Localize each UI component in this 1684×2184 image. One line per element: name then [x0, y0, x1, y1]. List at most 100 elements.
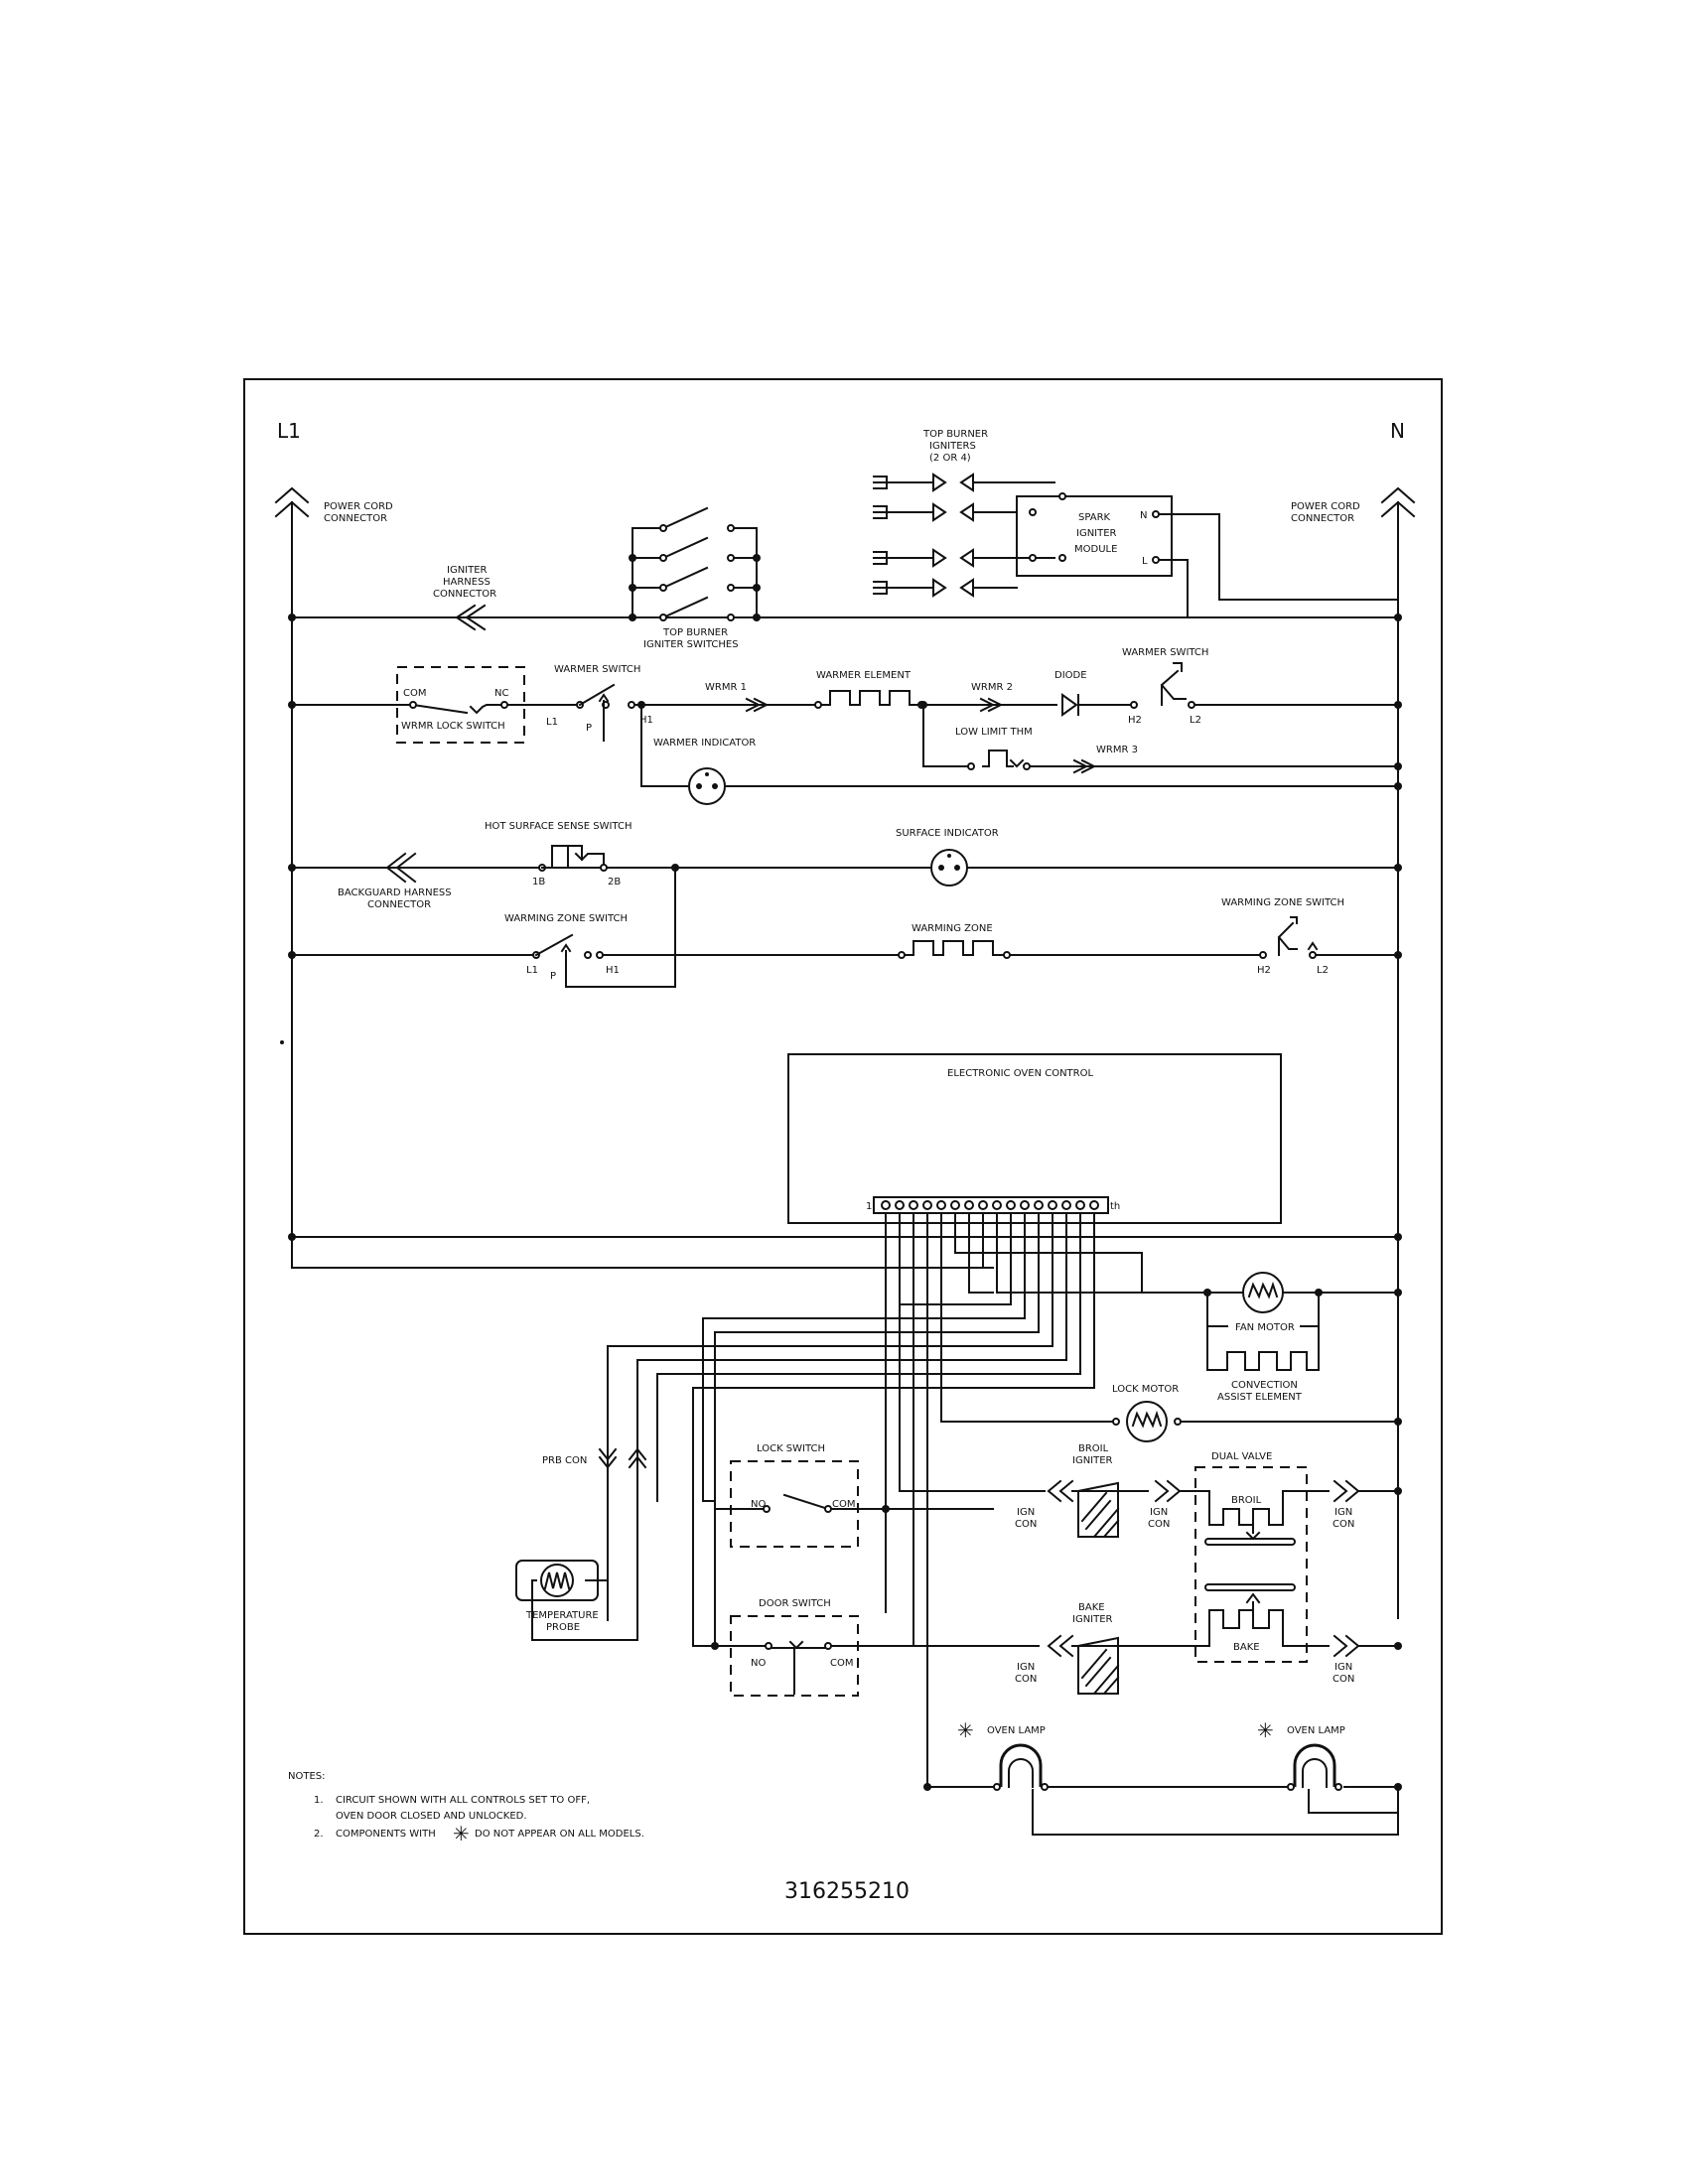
hot-surface-2b: 2B — [608, 877, 621, 887]
lock-motor-label: LOCK MOTOR — [1112, 1384, 1179, 1395]
bake-igniter-2: IGNITER — [1072, 1614, 1113, 1625]
wrmr2-connector-icon — [979, 697, 1004, 713]
rail-l1-label: L1 — [277, 419, 301, 443]
eoc-terminal-pin — [1075, 1200, 1085, 1210]
warming-zone-switch-right-label: WARMING ZONE SWITCH — [1221, 897, 1344, 908]
eoc-terminal-pin — [1034, 1200, 1044, 1210]
power-cord-right-1: POWER CORD — [1291, 501, 1360, 512]
wrmr1-label: WRMR 1 — [705, 682, 747, 693]
hot-surface-1b: 1B — [532, 877, 545, 887]
warmer-switch-h1: H1 — [639, 715, 653, 726]
wrmr-com: COM — [403, 688, 426, 699]
igniter-circuit: IGNITER HARNESS CONNECTOR TOP BURNER IGN… — [288, 429, 1402, 650]
wrmr3-label: WRMR 3 — [1096, 745, 1138, 755]
warmer-indicator-label: WARMER INDICATOR — [653, 738, 756, 749]
warmer-switch-left-label: WARMER SWITCH — [554, 664, 640, 675]
broil-ign-con-right-2: CON — [1148, 1519, 1170, 1530]
notes: NOTES: 1. CIRCUIT SHOWN WITH ALL CONTROL… — [288, 1771, 644, 1845]
door-switch-com: COM — [830, 1658, 853, 1669]
note-1-line-b: OVEN DOOR CLOSED AND UNLOCKED. — [336, 1811, 527, 1822]
eoc-terminal-pin — [909, 1200, 918, 1210]
warming-zone-p: P — [550, 971, 556, 982]
wrmr1-connector-icon — [745, 697, 770, 713]
convection-2: ASSIST ELEMENT — [1217, 1392, 1303, 1403]
surface-indicator-label: SURFACE INDICATOR — [896, 828, 999, 839]
bake-igniter-icon — [1077, 1636, 1120, 1696]
diode-label: DIODE — [1054, 670, 1087, 681]
low-limit-thm-icon — [982, 750, 1025, 768]
hot-surface-label: HOT SURFACE SENSE SWITCH — [485, 821, 632, 832]
warming-zone-l2: L2 — [1317, 965, 1329, 976]
warming-zone-h2: H2 — [1257, 965, 1271, 976]
bake-ign-con-far-right-icon — [1333, 1634, 1360, 1658]
broil-ign-con-left-2: CON — [1015, 1519, 1037, 1530]
warmer-switch-right-label: WARMER SWITCH — [1122, 647, 1208, 658]
warmer-element-icon — [819, 690, 920, 706]
door-switch-no: NO — [751, 1658, 766, 1669]
surface-circuit: BACKGUARD HARNESS CONNECTOR HOT SURFACE … — [288, 821, 1402, 910]
power-cord-right-2: CONNECTOR — [1291, 513, 1354, 524]
eoc-terminal-pin — [1048, 1200, 1057, 1210]
eoc-terminal-pin — [978, 1200, 988, 1210]
temperature-probe-1: TEMPERATURE — [525, 1610, 599, 1621]
warmer-switch-l1: L1 — [546, 717, 558, 728]
top-burner-igniter-switches: TOP BURNER IGNITER SWITCHES — [629, 506, 761, 650]
broil-ign-con-right-icon — [1154, 1479, 1182, 1503]
fan-motor-label: FAN MOTOR — [1235, 1322, 1295, 1333]
top-burner-switches-2: IGNITER SWITCHES — [643, 639, 739, 650]
convection-1: CONVECTION — [1231, 1380, 1298, 1391]
top-burner-igniters: TOP BURNER IGNITERS (2 OR 4) — [873, 429, 1055, 598]
eoc-terminal-pin — [1006, 1200, 1016, 1210]
convection-element-icon — [1206, 1325, 1320, 1371]
bake-ign-con-far-1: IGN — [1334, 1662, 1352, 1673]
surface-indicator-icon — [930, 849, 968, 887]
oven-lamp-left-asterisk: ✳ — [957, 1718, 974, 1742]
backguard-2: CONNECTOR — [367, 899, 431, 910]
broil-igniter-2: IGNITER — [1072, 1455, 1113, 1466]
spark-l: L — [1142, 556, 1148, 567]
bake-ign-con-far-2: CON — [1333, 1674, 1354, 1685]
bake-ign-con-left-1: IGN — [1017, 1662, 1035, 1673]
broil-ign-con-far-1: IGN — [1334, 1507, 1352, 1518]
lock-switch-no: NO — [751, 1499, 766, 1510]
note-2-line-a: COMPONENTS WITH — [336, 1829, 436, 1840]
fan-motor-convection: FAN MOTOR CONVECTION ASSIST ELEMENT — [996, 1272, 1402, 1403]
temperature-probe: PRB CON TEMPERATURE PROBE — [515, 1345, 647, 1641]
top-burner-igniters-2: IGNITERS — [929, 441, 976, 452]
warming-zone-element-icon — [904, 940, 1004, 956]
warmer-switch-h2: H2 — [1128, 715, 1142, 726]
eoc-pin-last: th — [1110, 1201, 1120, 1212]
dual-valve: DUAL VALVE BROIL BAKE IGN CON IGN CON — [1194, 1451, 1402, 1685]
eoc-terminal-pin — [950, 1200, 960, 1210]
oven-lamp-right-icon — [1293, 1743, 1336, 1787]
warming-zone-label: WARMING ZONE — [912, 923, 993, 934]
eoc-pin-first: 1 — [866, 1201, 872, 1212]
igniter-harness-connector-icon — [455, 604, 487, 631]
wrmr-nc: NC — [494, 688, 508, 699]
wrmr3-connector-icon — [1072, 758, 1097, 774]
eoc-feeds — [288, 1212, 1402, 1647]
oven-lamp-left-label: OVEN LAMP — [987, 1725, 1046, 1736]
prb-con-right-icon — [628, 1447, 647, 1469]
eoc-terminal-pin — [964, 1200, 974, 1210]
warming-zone-switch-right-icon — [1277, 916, 1298, 956]
lock-motor-icon — [1126, 1401, 1168, 1442]
eoc-terminal-pin — [1089, 1200, 1099, 1210]
door-switch: DOOR SWITCH NO COM — [692, 1421, 914, 1697]
spark-igniter-module: SPARK IGNITER MODULE N L — [1016, 492, 1399, 618]
bake-igniter-1: BAKE — [1078, 1602, 1105, 1613]
warmer-switch-p: P — [586, 723, 592, 734]
warmer-switch-l2: L2 — [1190, 715, 1201, 726]
lock-motor: LOCK MOTOR — [940, 1384, 1402, 1442]
power-cord-left-1: POWER CORD — [324, 501, 393, 512]
temperature-probe-2: PROBE — [546, 1622, 580, 1633]
broil-ign-con-left-icon — [1047, 1479, 1074, 1503]
wrmr2-label: WRMR 2 — [971, 682, 1013, 693]
warmer-circuit: COM NC WRMR LOCK SWITCH WARMER SWITCH L1… — [288, 647, 1402, 805]
warming-zone-h1: H1 — [606, 965, 620, 976]
diode-icon — [1061, 693, 1079, 717]
warmer-switch-right-icon — [1160, 662, 1187, 706]
igniter-harness-2: HARNESS — [443, 577, 491, 588]
note-1-num: 1. — [314, 1795, 324, 1806]
